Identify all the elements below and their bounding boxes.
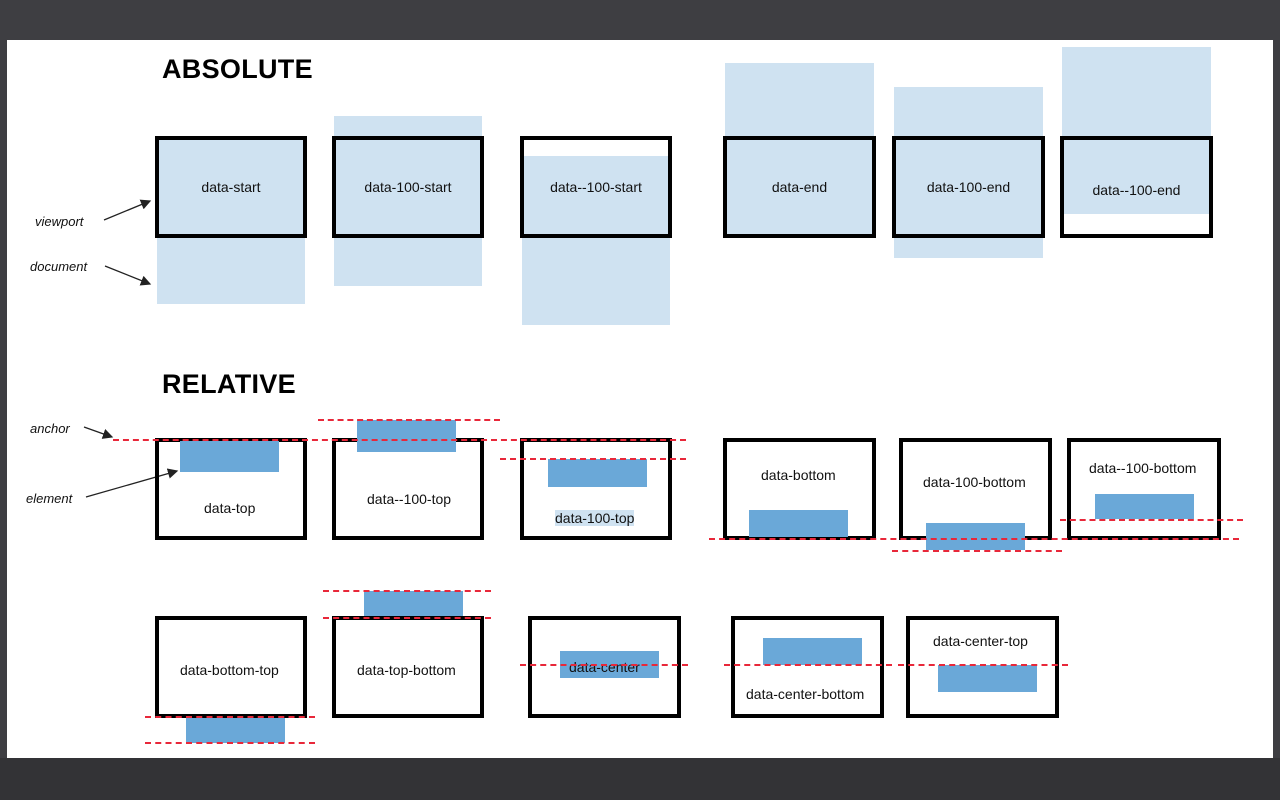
element-block (749, 510, 848, 537)
side-label-anchor: anchor (30, 421, 70, 436)
anchor-line (500, 458, 686, 460)
anchor-line (724, 664, 892, 666)
document-area (725, 63, 874, 235)
side-label-viewport: viewport (35, 214, 84, 229)
box-label: data--100-start (550, 179, 642, 195)
element-block (180, 441, 279, 472)
arrow-viewport (103, 199, 152, 221)
box-label: data-bottom-top (180, 662, 279, 678)
document-area (334, 116, 482, 286)
viewport-box: data-start (155, 136, 307, 238)
element-block (357, 420, 456, 452)
box-label: data-center (569, 659, 640, 675)
anchor-line (323, 590, 491, 592)
element-block (938, 665, 1037, 692)
arrow-anchor (83, 426, 114, 439)
anchor-line (145, 716, 315, 718)
box-label: data-top-bottom (357, 662, 456, 678)
element-block (1095, 494, 1194, 519)
element-block (763, 638, 862, 665)
box-label: data--100-top (367, 491, 452, 507)
anchor-line (323, 617, 491, 619)
viewport-box: data-end (723, 136, 876, 238)
element-block (186, 718, 285, 743)
element-block (364, 591, 463, 616)
box-label: data--100-end (1092, 182, 1181, 198)
anchor-line (145, 742, 315, 744)
box-label: data-100-bottom (923, 474, 1026, 490)
viewport-box: data-100-start (332, 136, 484, 238)
viewport-box (731, 616, 884, 718)
document-area (157, 140, 305, 304)
viewport-box (528, 616, 681, 718)
viewport-box: data--100-start (520, 136, 672, 238)
box-label: data-100-start (364, 179, 452, 195)
anchor-line (892, 550, 1062, 552)
box-label: data-bottom (761, 467, 836, 483)
anchor-line (709, 538, 1239, 540)
viewport-box: data-100-end (892, 136, 1045, 238)
box-label: data-center-top (933, 633, 1028, 649)
document-area (1062, 47, 1211, 214)
anchor-line (1060, 519, 1243, 521)
side-label-document: document (30, 259, 88, 274)
side-label-element: element (26, 491, 73, 506)
heading-relative: RELATIVE (162, 369, 296, 399)
arrow-document (104, 265, 152, 286)
anchor-line (520, 664, 688, 666)
anchor-line (113, 439, 686, 441)
viewport-box (1067, 438, 1221, 540)
element-block (548, 459, 647, 487)
window-frame-bottom (0, 758, 1280, 800)
box-label: data--100-bottom (1089, 460, 1197, 476)
element-block (926, 523, 1025, 550)
document-area (522, 156, 670, 325)
document-area (894, 87, 1043, 258)
box-label: data-end (771, 179, 828, 195)
anchor-line (898, 664, 1068, 666)
box-label: data-start (201, 179, 261, 195)
box-label: data-center-bottom (746, 686, 865, 702)
heading-absolute: ABSOLUTE (162, 54, 313, 84)
viewport-box (332, 438, 484, 540)
box-label: data-top (204, 500, 256, 516)
arrow-element (85, 468, 179, 498)
viewport-box (906, 616, 1059, 718)
anchor-line (318, 419, 500, 421)
box-label: data-100-end (926, 179, 1011, 195)
viewport-box: data--100-end (1060, 136, 1213, 238)
box-label: data-100-top (555, 510, 635, 526)
